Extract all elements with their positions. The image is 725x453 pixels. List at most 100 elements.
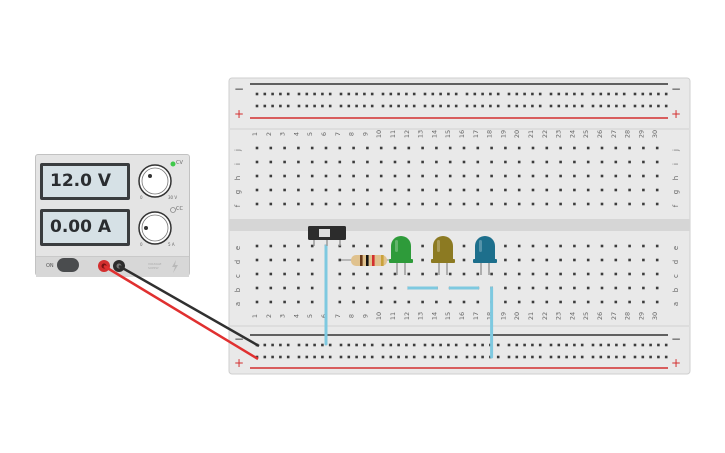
terminal-hole[interactable] [366,300,369,304]
rail-hole[interactable] [381,92,385,96]
terminal-hole[interactable] [531,244,535,248]
rail-hole[interactable] [538,104,542,108]
terminal-hole[interactable] [655,272,659,276]
rail-hole[interactable] [496,92,500,96]
rail-hole[interactable] [279,104,282,108]
terminal-hole[interactable] [600,174,604,178]
rail-hole[interactable] [405,355,408,359]
terminal-hole[interactable] [283,244,286,248]
terminal-hole[interactable] [531,174,535,178]
terminal-hole[interactable] [379,244,383,248]
terminal-hole[interactable] [545,188,549,192]
terminal-hole[interactable] [600,202,604,206]
rail-hole[interactable] [664,355,668,359]
terminal-hole[interactable] [462,258,466,262]
rail-hole[interactable] [573,343,576,347]
terminal-hole[interactable] [421,258,424,262]
terminal-hole[interactable] [297,174,300,178]
terminal-hole[interactable] [462,160,466,164]
terminal-hole[interactable] [490,146,493,150]
rail-hole[interactable] [607,92,610,96]
rail-hole[interactable] [641,92,645,96]
rail-hole[interactable] [641,104,645,108]
green-led[interactable] [391,236,411,262]
rail-hole[interactable] [255,104,259,108]
rail-hole[interactable] [465,343,469,347]
rail-hole[interactable] [473,104,477,108]
terminal-hole[interactable] [338,272,342,276]
rail-hole[interactable] [286,355,290,359]
terminal-hole[interactable] [462,272,466,276]
rail-hole[interactable] [328,104,332,108]
terminal-hole[interactable] [531,146,535,150]
terminal-hole[interactable] [269,202,273,206]
rail-hole[interactable] [496,104,500,108]
terminal-hole[interactable] [310,300,314,304]
terminal-hole[interactable] [283,174,286,178]
terminal-hole[interactable] [573,174,576,178]
rail-hole[interactable] [649,355,652,359]
terminal-hole[interactable] [490,188,493,192]
terminal-hole[interactable] [517,244,521,248]
terminal-hole[interactable] [545,300,549,304]
rail-hole[interactable] [657,92,660,96]
terminal-hole[interactable] [269,300,273,304]
rail-hole[interactable] [591,92,595,96]
terminal-hole[interactable] [297,272,300,276]
terminal-hole[interactable] [642,160,645,164]
terminal-hole[interactable] [393,160,397,164]
rail-hole[interactable] [397,343,400,347]
rail-hole[interactable] [622,104,626,108]
terminal-hole[interactable] [297,160,300,164]
terminal-hole[interactable] [614,188,618,192]
terminal-hole[interactable] [435,300,438,304]
rail-hole[interactable] [481,92,484,96]
terminal-hole[interactable] [421,174,424,178]
terminal-hole[interactable] [545,160,549,164]
terminal-hole[interactable] [255,188,259,192]
terminal-hole[interactable] [338,202,342,206]
rail-hole[interactable] [664,343,668,347]
rail-hole[interactable] [507,355,511,359]
rail-hole[interactable] [573,104,576,108]
terminal-hole[interactable] [435,160,438,164]
terminal-hole[interactable] [393,286,397,290]
rail-hole[interactable] [370,355,374,359]
rail-hole[interactable] [447,343,450,347]
terminal-hole[interactable] [559,188,562,192]
terminal-hole[interactable] [393,146,397,150]
rail-hole[interactable] [389,104,393,108]
terminal-hole[interactable] [338,188,342,192]
rail-hole[interactable] [389,355,393,359]
terminal-hole[interactable] [297,202,300,206]
terminal-hole[interactable] [628,202,631,206]
rail-hole[interactable] [531,343,534,347]
terminal-hole[interactable] [366,202,369,206]
rail-hole[interactable] [622,343,626,347]
rail-hole[interactable] [431,92,435,96]
terminal-hole[interactable] [352,286,355,290]
terminal-hole[interactable] [283,258,286,262]
rail-hole[interactable] [381,343,385,347]
terminal-hole[interactable] [531,272,535,276]
terminal-hole[interactable] [366,174,369,178]
terminal-hole[interactable] [642,146,645,150]
terminal-hole[interactable] [324,188,328,192]
terminal-hole[interactable] [324,202,328,206]
terminal-hole[interactable] [297,244,300,248]
rail-hole[interactable] [355,92,358,96]
terminal-hole[interactable] [310,202,314,206]
rail-hole[interactable] [447,104,450,108]
terminal-hole[interactable] [614,272,618,276]
rail-hole[interactable] [347,343,351,347]
rail-hole[interactable] [363,104,366,108]
rail-hole[interactable] [297,355,301,359]
terminal-hole[interactable] [642,202,645,206]
terminal-hole[interactable] [586,188,590,192]
rail-hole[interactable] [423,104,427,108]
terminal-hole[interactable] [310,272,314,276]
terminal-hole[interactable] [476,146,480,150]
rail-hole[interactable] [381,104,385,108]
terminal-hole[interactable] [655,258,659,262]
rail-hole[interactable] [297,343,301,347]
